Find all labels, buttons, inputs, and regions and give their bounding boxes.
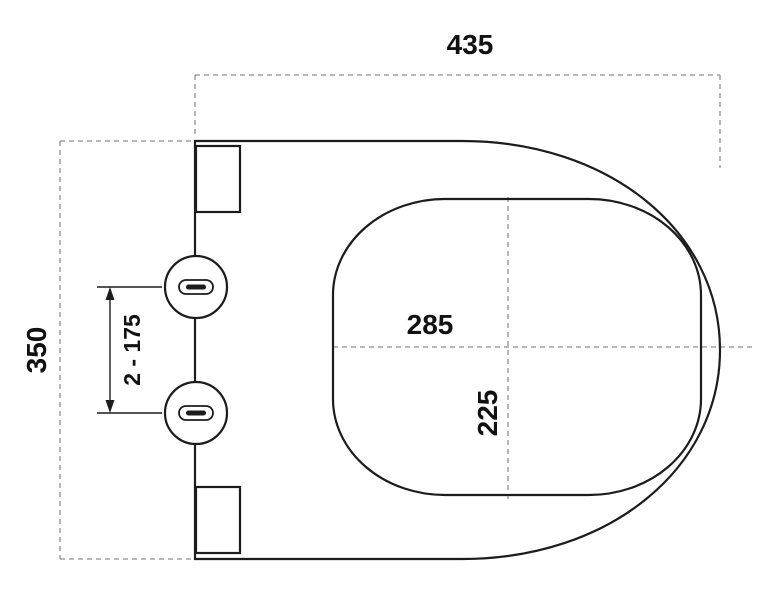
overall-depth-label: 350 [21, 327, 52, 374]
hinge-top [163, 254, 229, 320]
hinge-dim-arrow-down [105, 400, 115, 413]
overall-width-label: 435 [447, 29, 494, 60]
hinge-dim-arrow-up [105, 287, 115, 300]
hinge-spacing-dimension [97, 286, 162, 414]
seat-outline [193, 139, 722, 561]
hinge-bottom-slot-bar [186, 410, 206, 416]
hinge-tab-bottom [194, 485, 242, 555]
hinge-spacing-label: 2 - 175 [119, 314, 145, 386]
hinge-bottom [163, 380, 229, 446]
dimension-construction-lines [59, 74, 752, 560]
inner-width-label: 285 [407, 309, 454, 340]
seat-inner-opening [331, 197, 703, 497]
hinge-tab-top [194, 144, 242, 214]
hinge-top-slot-bar [186, 284, 206, 290]
inner-depth-label: 225 [472, 390, 503, 437]
